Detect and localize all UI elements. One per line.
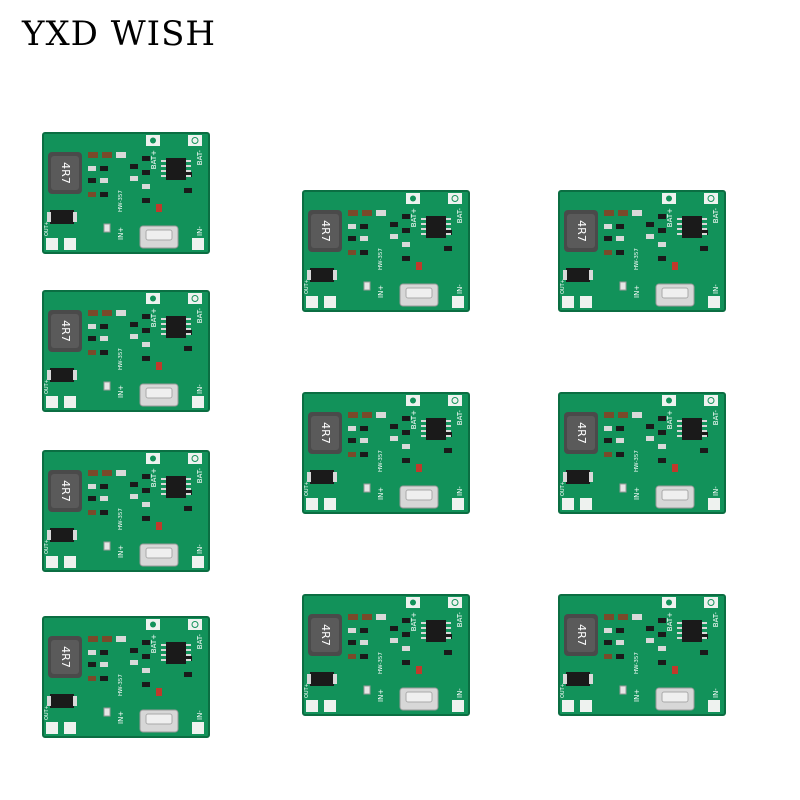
silkscreen-in-minus: IN- xyxy=(196,544,204,554)
silkscreen-bat-minus: BAT- xyxy=(456,612,464,628)
silkscreen-in-minus: IN- xyxy=(196,384,204,394)
silkscreen-out-plus: OUT+ xyxy=(304,481,310,496)
silkscreen-out-plus: OUT+ xyxy=(560,481,566,496)
silkscreen-in-minus: IN- xyxy=(712,486,720,496)
silkscreen-in-plus: IN+ xyxy=(633,285,641,298)
silkscreen-bat-plus: BAT+ xyxy=(410,410,418,429)
pcb-board: 4R7 xyxy=(42,132,210,254)
silkscreen-bat-plus: BAT+ xyxy=(150,634,158,653)
silkscreen-in-plus: IN+ xyxy=(633,689,641,702)
silkscreen-bat-plus: BAT+ xyxy=(150,468,158,487)
silkscreen-in-minus: IN- xyxy=(712,688,720,698)
silkscreen-out-plus: OUT+ xyxy=(304,279,310,294)
pcb-board: 4R7 xyxy=(558,392,726,514)
silkscreen-in-plus: IN+ xyxy=(117,227,125,240)
svg-text:4R7: 4R7 xyxy=(319,624,332,646)
silkscreen-out-plus: OUT+ xyxy=(44,379,50,394)
silkscreen-in-minus: IN- xyxy=(456,486,464,496)
svg-text:4R7: 4R7 xyxy=(59,320,72,342)
pcb-board: 4R7 xyxy=(302,594,470,716)
silkscreen-in-plus: IN+ xyxy=(377,689,385,702)
svg-text:4R7: 4R7 xyxy=(59,480,72,502)
silkscreen-in-minus: IN- xyxy=(196,710,204,720)
silkscreen-in-minus: IN- xyxy=(712,284,720,294)
silkscreen-out-plus: OUT+ xyxy=(560,683,566,698)
silkscreen-bat-plus: BAT+ xyxy=(150,150,158,169)
pcb-board: 4R7 xyxy=(558,190,726,312)
silkscreen-model: HW-357 xyxy=(634,248,640,270)
silkscreen-bat-minus: BAT- xyxy=(712,612,720,628)
silkscreen-bat-minus: BAT- xyxy=(196,150,204,166)
silkscreen-in-minus: IN- xyxy=(456,284,464,294)
silkscreen-in-plus: IN+ xyxy=(117,711,125,724)
svg-text:4R7: 4R7 xyxy=(319,422,332,444)
silkscreen-bat-plus: BAT+ xyxy=(666,612,674,631)
silkscreen-model: HW-357 xyxy=(118,674,124,696)
pcb-board: 4R7 xyxy=(302,190,470,312)
silkscreen-bat-minus: BAT- xyxy=(196,468,204,484)
silkscreen-model: HW-357 xyxy=(118,348,124,370)
pcb-board: 4R7 xyxy=(42,450,210,572)
silkscreen-out-plus: OUT+ xyxy=(44,705,50,720)
silkscreen-in-plus: IN+ xyxy=(377,285,385,298)
svg-text:4R7: 4R7 xyxy=(575,422,588,444)
pcb-board: 4R7 xyxy=(42,616,210,738)
silkscreen-bat-plus: BAT+ xyxy=(410,208,418,227)
svg-text:4R7: 4R7 xyxy=(59,646,72,668)
silkscreen-out-plus: OUT+ xyxy=(44,539,50,554)
silkscreen-out-plus: OUT+ xyxy=(44,221,50,236)
pcb-board: 4R7 xyxy=(302,392,470,514)
silkscreen-in-minus: IN- xyxy=(196,226,204,236)
svg-text:4R7: 4R7 xyxy=(59,162,72,184)
silkscreen-in-minus: IN- xyxy=(456,688,464,698)
pcb-board: 4R7 xyxy=(42,290,210,412)
silkscreen-model: HW-357 xyxy=(378,248,384,270)
silkscreen-out-plus: OUT+ xyxy=(560,279,566,294)
silkscreen-model: HW-357 xyxy=(378,652,384,674)
silkscreen-out-plus: OUT+ xyxy=(304,683,310,698)
silkscreen-in-plus: IN+ xyxy=(633,487,641,500)
silkscreen-in-plus: IN+ xyxy=(117,545,125,558)
silkscreen-bat-minus: BAT- xyxy=(712,410,720,426)
silkscreen-bat-plus: BAT+ xyxy=(666,208,674,227)
silkscreen-bat-minus: BAT- xyxy=(456,410,464,426)
silkscreen-model: HW-357 xyxy=(118,190,124,212)
silkscreen-bat-plus: BAT+ xyxy=(666,410,674,429)
silkscreen-model: HW-357 xyxy=(634,652,640,674)
silkscreen-model: HW-357 xyxy=(378,450,384,472)
silkscreen-bat-minus: BAT- xyxy=(196,634,204,650)
silkscreen-bat-minus: BAT- xyxy=(456,208,464,224)
silkscreen-bat-plus: BAT+ xyxy=(150,308,158,327)
silkscreen-bat-plus: BAT+ xyxy=(410,612,418,631)
silkscreen-model: HW-357 xyxy=(634,450,640,472)
silkscreen-bat-minus: BAT- xyxy=(196,308,204,324)
brand-watermark: YXD WISH xyxy=(22,14,217,54)
silkscreen-model: HW-357 xyxy=(118,508,124,530)
pcb-board: 4R7 xyxy=(558,594,726,716)
silkscreen-in-plus: IN+ xyxy=(377,487,385,500)
svg-text:4R7: 4R7 xyxy=(575,624,588,646)
silkscreen-in-plus: IN+ xyxy=(117,385,125,398)
silkscreen-bat-minus: BAT- xyxy=(712,208,720,224)
svg-text:4R7: 4R7 xyxy=(319,220,332,242)
svg-text:4R7: 4R7 xyxy=(575,220,588,242)
